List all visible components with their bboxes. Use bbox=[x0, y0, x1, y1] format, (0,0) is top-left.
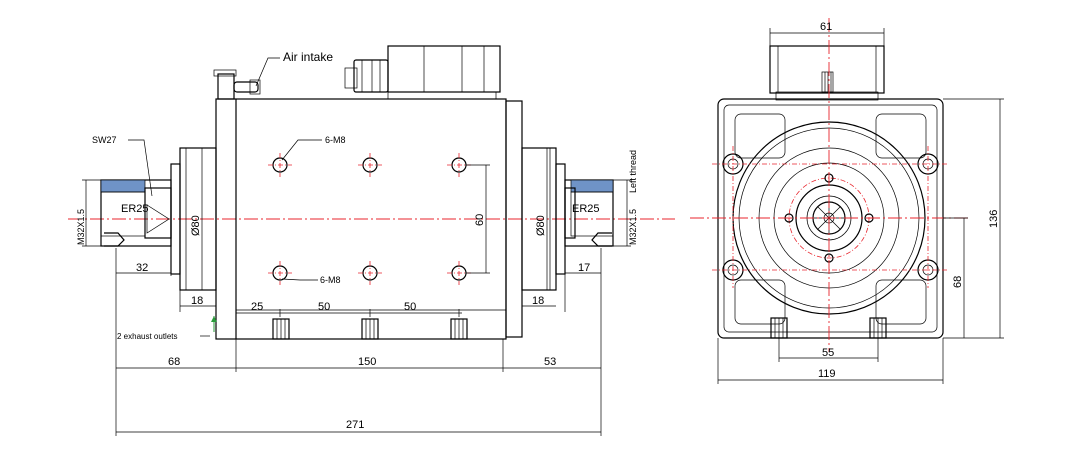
dim-25-label: 25 bbox=[251, 301, 263, 313]
er25-right-label: ER25 bbox=[572, 203, 600, 215]
front-flange-left bbox=[170, 147, 217, 291]
dim-53-label: 53 bbox=[544, 356, 556, 368]
m8-bottom-leader bbox=[281, 278, 318, 281]
dim-32-label: 32 bbox=[136, 262, 148, 274]
dim-17-label: 17 bbox=[578, 262, 590, 274]
air-intake-leader bbox=[255, 57, 280, 87]
dim-55-label: 55 bbox=[822, 347, 834, 359]
left-thread-label: Left thread bbox=[628, 150, 638, 193]
dia80-left-label: Ø80 bbox=[190, 215, 202, 236]
dim-61-label: 61 bbox=[820, 21, 832, 33]
dim-50b-label: 50 bbox=[404, 301, 416, 313]
m8-top-leader bbox=[281, 139, 322, 161]
front-view: 61 136 68 55 119 bbox=[690, 18, 1004, 384]
mounting-holes bbox=[268, 153, 471, 285]
m8-hole bbox=[268, 153, 292, 177]
dim-18-left-label: 18 bbox=[191, 295, 203, 307]
dim-50a-label: 50 bbox=[318, 301, 330, 313]
left-collet-nut bbox=[100, 179, 172, 247]
thread-left-label: M32X1.5 bbox=[76, 209, 86, 245]
right-collet-nut bbox=[564, 179, 614, 247]
exhaust-fittings bbox=[272, 318, 468, 340]
connector-box bbox=[344, 45, 501, 100]
m8-hole bbox=[268, 261, 292, 285]
dim-68-left-label: 68 bbox=[168, 356, 180, 368]
m8-hole bbox=[358, 153, 382, 177]
dim-18-right-label: 18 bbox=[532, 295, 544, 307]
m8-top-label: 6-M8 bbox=[325, 135, 346, 145]
sw27-leader bbox=[128, 139, 153, 197]
dim-68-right-label: 68 bbox=[952, 276, 964, 288]
dia80-right-label: Ø80 bbox=[535, 215, 547, 236]
dim-136-label: 136 bbox=[988, 210, 1000, 228]
side-view: Air intake SW27 ER25 M32X1.5 Ø80 bbox=[68, 45, 675, 436]
dim-60-label: 60 bbox=[474, 214, 486, 226]
sw27-label: SW27 bbox=[92, 135, 117, 145]
thread-right-label: M32X1.5 bbox=[628, 209, 638, 245]
m8-bottom-label: 6-M8 bbox=[320, 275, 341, 285]
exhaust-label: 2 exhaust outlets bbox=[117, 332, 177, 341]
dim-271-label: 271 bbox=[346, 419, 364, 431]
er25-left-label: ER25 bbox=[121, 203, 149, 215]
air-intake-fitting bbox=[213, 69, 261, 100]
front-connector bbox=[769, 45, 885, 101]
front-housing bbox=[717, 98, 944, 339]
dim-150-label: 150 bbox=[358, 356, 376, 368]
dim-119-label: 119 bbox=[818, 368, 836, 380]
air-intake-label: Air intake bbox=[283, 50, 333, 64]
front-exhaust-fittings bbox=[770, 317, 887, 339]
m8-hole bbox=[358, 261, 382, 285]
